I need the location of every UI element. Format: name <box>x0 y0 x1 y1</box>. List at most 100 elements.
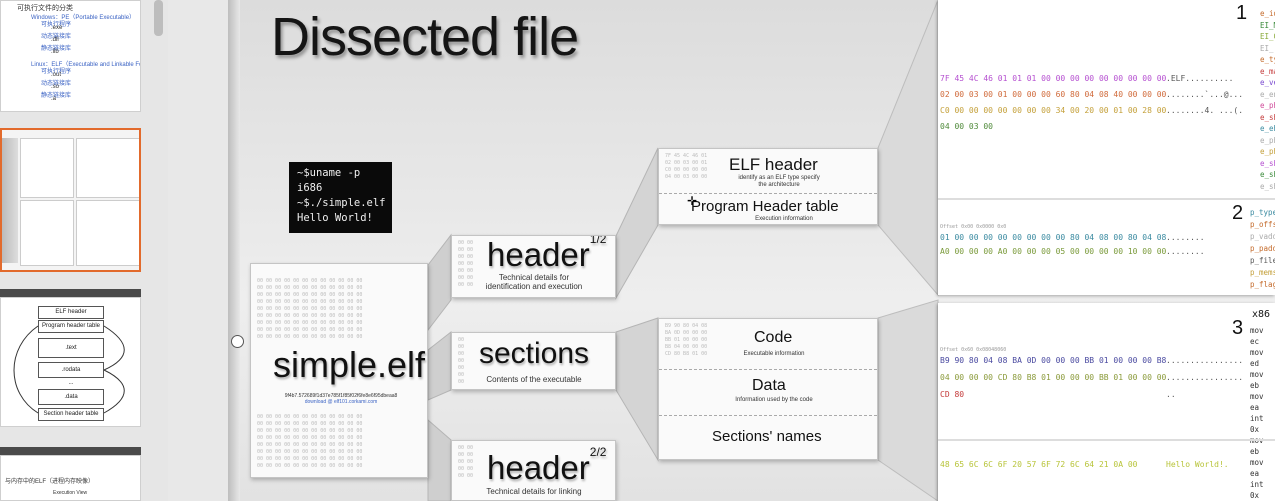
field-name: e_vers <box>1260 78 1275 87</box>
ascii-row: ........ <box>1166 233 1205 242</box>
simple-elf-card: 00 00 00 00 00 00 00 00 00 00 00 00 00 0… <box>250 263 428 478</box>
hex-row: 01 00 00 00 00 00 00 00 00 80 04 08 00 8… <box>940 233 1167 242</box>
offset-label: Offset 0x60 0x08048060 <box>940 347 1007 353</box>
card-divider <box>659 415 877 416</box>
slide-thumbnail-1[interactable]: 可执行文件的分类 Windows：PE（Portable Executable）… <box>0 0 141 112</box>
ascii-row: ................ <box>1166 373 1244 382</box>
data-desc: Information used by the code <box>735 397 813 403</box>
field-name: e_shoff <box>1260 112 1275 122</box>
thumb1-line: .lib <box>51 49 59 55</box>
program-field-list: p_type p_offs p_vadd p_padd p_file p_mem… <box>1250 207 1275 291</box>
code-desc: Executable information <box>743 351 805 357</box>
slide-thumbnail-4[interactable]: 与内存中的ELF（进程内存映像） Execution View <box>0 455 141 501</box>
field-name: p_padd <box>1250 244 1275 253</box>
mouse-cursor-icon: ✛ <box>687 194 698 208</box>
header-part1-part: 1/2 <box>589 235 607 246</box>
hex-row: A0 00 00 00 A0 00 00 00 05 00 00 00 00 1… <box>940 247 1167 256</box>
field-name: EI_M <box>1260 20 1275 30</box>
hex-row: 04 00 03 00 <box>940 122 993 131</box>
thumb3-box: .data <box>38 389 104 405</box>
thumb1-heading: 可执行文件的分类 <box>17 5 73 12</box>
connector-shapes <box>427 0 939 501</box>
thumb2-preview <box>76 138 139 198</box>
slide-edge-shadow <box>228 0 240 501</box>
code-title: Code <box>754 329 793 346</box>
hex-row: B9 90 80 04 08 BA 0D 00 00 00 BB 01 00 0… <box>940 356 1167 365</box>
thumbnail-scrollbar[interactable] <box>154 0 163 36</box>
ascii-row: ........4. ...(. <box>1166 106 1244 115</box>
asm-listing: mov ec mov ed mov eb mov ea int 0x mov e… <box>1250 325 1275 501</box>
sections-title: sections <box>479 337 590 370</box>
ascii-row: ........ <box>1166 247 1205 256</box>
field-name: p_vadd <box>1250 232 1275 241</box>
hex-row: 7F 45 4C 46 01 01 01 00 00 00 00 00 00 0… <box>940 74 1167 83</box>
hexdump-panel-top: 1 7F 45 4C 46 01 01 01 00 00 00 00 00 00… <box>938 0 1275 295</box>
terminal-line: Hello World! <box>297 212 373 224</box>
ascii-row: .ELF.......... <box>1166 74 1234 83</box>
hex-texture: B9 90 80 04 08 BA 0D 00 00 00 BB 01 00 0… <box>665 323 708 357</box>
block-divider <box>938 439 1275 441</box>
terminal-line: ~$uname -p <box>297 167 361 179</box>
thumb1-line: 可执行程序 <box>41 69 72 75</box>
field-name: e_phoff <box>1260 101 1275 110</box>
slide-thumbnail-panel: 可执行文件的分类 Windows：PE（Portable Executable）… <box>0 0 169 501</box>
field-name: p_offs <box>1250 220 1275 229</box>
thumb1-line: .so <box>51 84 60 90</box>
asm-line: mov ec <box>1250 326 1264 346</box>
thumb1-line: 静态链接库 <box>41 46 72 52</box>
thumb3-box: ELF header <box>38 306 104 319</box>
header-part2-title: header <box>487 449 590 486</box>
hex-row: CD 80 <box>940 390 965 399</box>
asm-line: mov ea <box>1250 392 1264 412</box>
thumb3-box: Program header table <box>38 320 104 333</box>
slide-thumbnail-2[interactable] <box>0 128 141 272</box>
data-title: Data <box>752 377 786 394</box>
hex-texture: 00 00 00 00 00 00 00 00 00 00 00 00 00 0… <box>257 278 363 340</box>
section-names-title: Sections' names <box>712 428 822 445</box>
asm-line: mov ed <box>1250 348 1264 368</box>
header-part2-part: 2/2 <box>589 445 607 459</box>
block-number: 3 <box>1232 317 1244 339</box>
offset-label: Offset 0x00 0x0000 0x0 <box>940 224 1007 230</box>
thumb2-preview <box>2 138 18 263</box>
ascii-row: Hello World!. <box>1166 460 1229 469</box>
resize-handle[interactable] <box>231 335 244 348</box>
slide-thumbnail-3[interactable]: ELF header Program header table .text .r… <box>0 297 141 427</box>
terminal-line: ~$./simple.elf <box>297 197 386 209</box>
file-label: simple.elf <box>273 344 426 386</box>
thumb2-preview <box>20 138 74 198</box>
header-part1-desc: Technical details for identification and… <box>485 273 583 291</box>
sections-detail-card: B9 90 80 04 08 BA 0D 00 00 00 BB 01 00 0… <box>658 318 878 460</box>
block-number: 2 <box>1232 202 1244 224</box>
field-name: e_mach <box>1260 66 1275 76</box>
thumb1-line: Windows：PE（Portable Executable） <box>31 15 136 21</box>
thumb3-box: Section header table <box>38 408 104 421</box>
header-part2-desc: Technical details for linking <box>486 487 582 496</box>
hex-row: 02 00 03 00 01 00 00 00 60 80 04 08 40 0… <box>940 90 1167 99</box>
header-part2-title-wrap: header2/2 <box>487 445 606 487</box>
field-name: p_file <box>1250 256 1275 265</box>
field-name: e_phnu <box>1260 147 1275 156</box>
hex-texture: 7F 45 4C 46 01 02 00 03 00 01 C0 00 00 0… <box>665 153 708 180</box>
thumb2-preview <box>76 200 139 266</box>
thumb3-box: .rodata <box>38 362 104 378</box>
asm-line: mov eb <box>1250 370 1264 390</box>
thumb1-line: 可执行程序 <box>41 22 72 28</box>
program-header-desc: Execution information <box>755 216 813 222</box>
thumb1-line: .dll <box>51 37 59 43</box>
thumb4-label: Execution View <box>53 490 88 496</box>
thumb1-line: 动态链接库 <box>41 34 72 40</box>
header-part1-title: header <box>487 236 590 273</box>
field-name: e_ident <box>1260 9 1275 18</box>
asm-line: int 0x <box>1250 414 1264 434</box>
terminal-line: i686 <box>297 182 323 194</box>
slide-canvas[interactable]: Dissected file 00 00 00 00 00 00 00 00 0… <box>168 0 1275 501</box>
field-name: EI_C <box>1260 32 1275 41</box>
field-name: e_phen <box>1260 135 1275 145</box>
thumb3-box: .text <box>38 338 104 358</box>
elf-field-list: e_ident EI_M EI_C EI_ e_type e_mach e_ve… <box>1260 8 1275 192</box>
field-name: e_ehsiz <box>1260 124 1275 133</box>
thumb1-line: .exe <box>51 25 63 31</box>
file-download-link[interactable]: download @ elf101.corkami.com <box>271 398 411 407</box>
field-name: p_memsz <box>1250 268 1275 277</box>
